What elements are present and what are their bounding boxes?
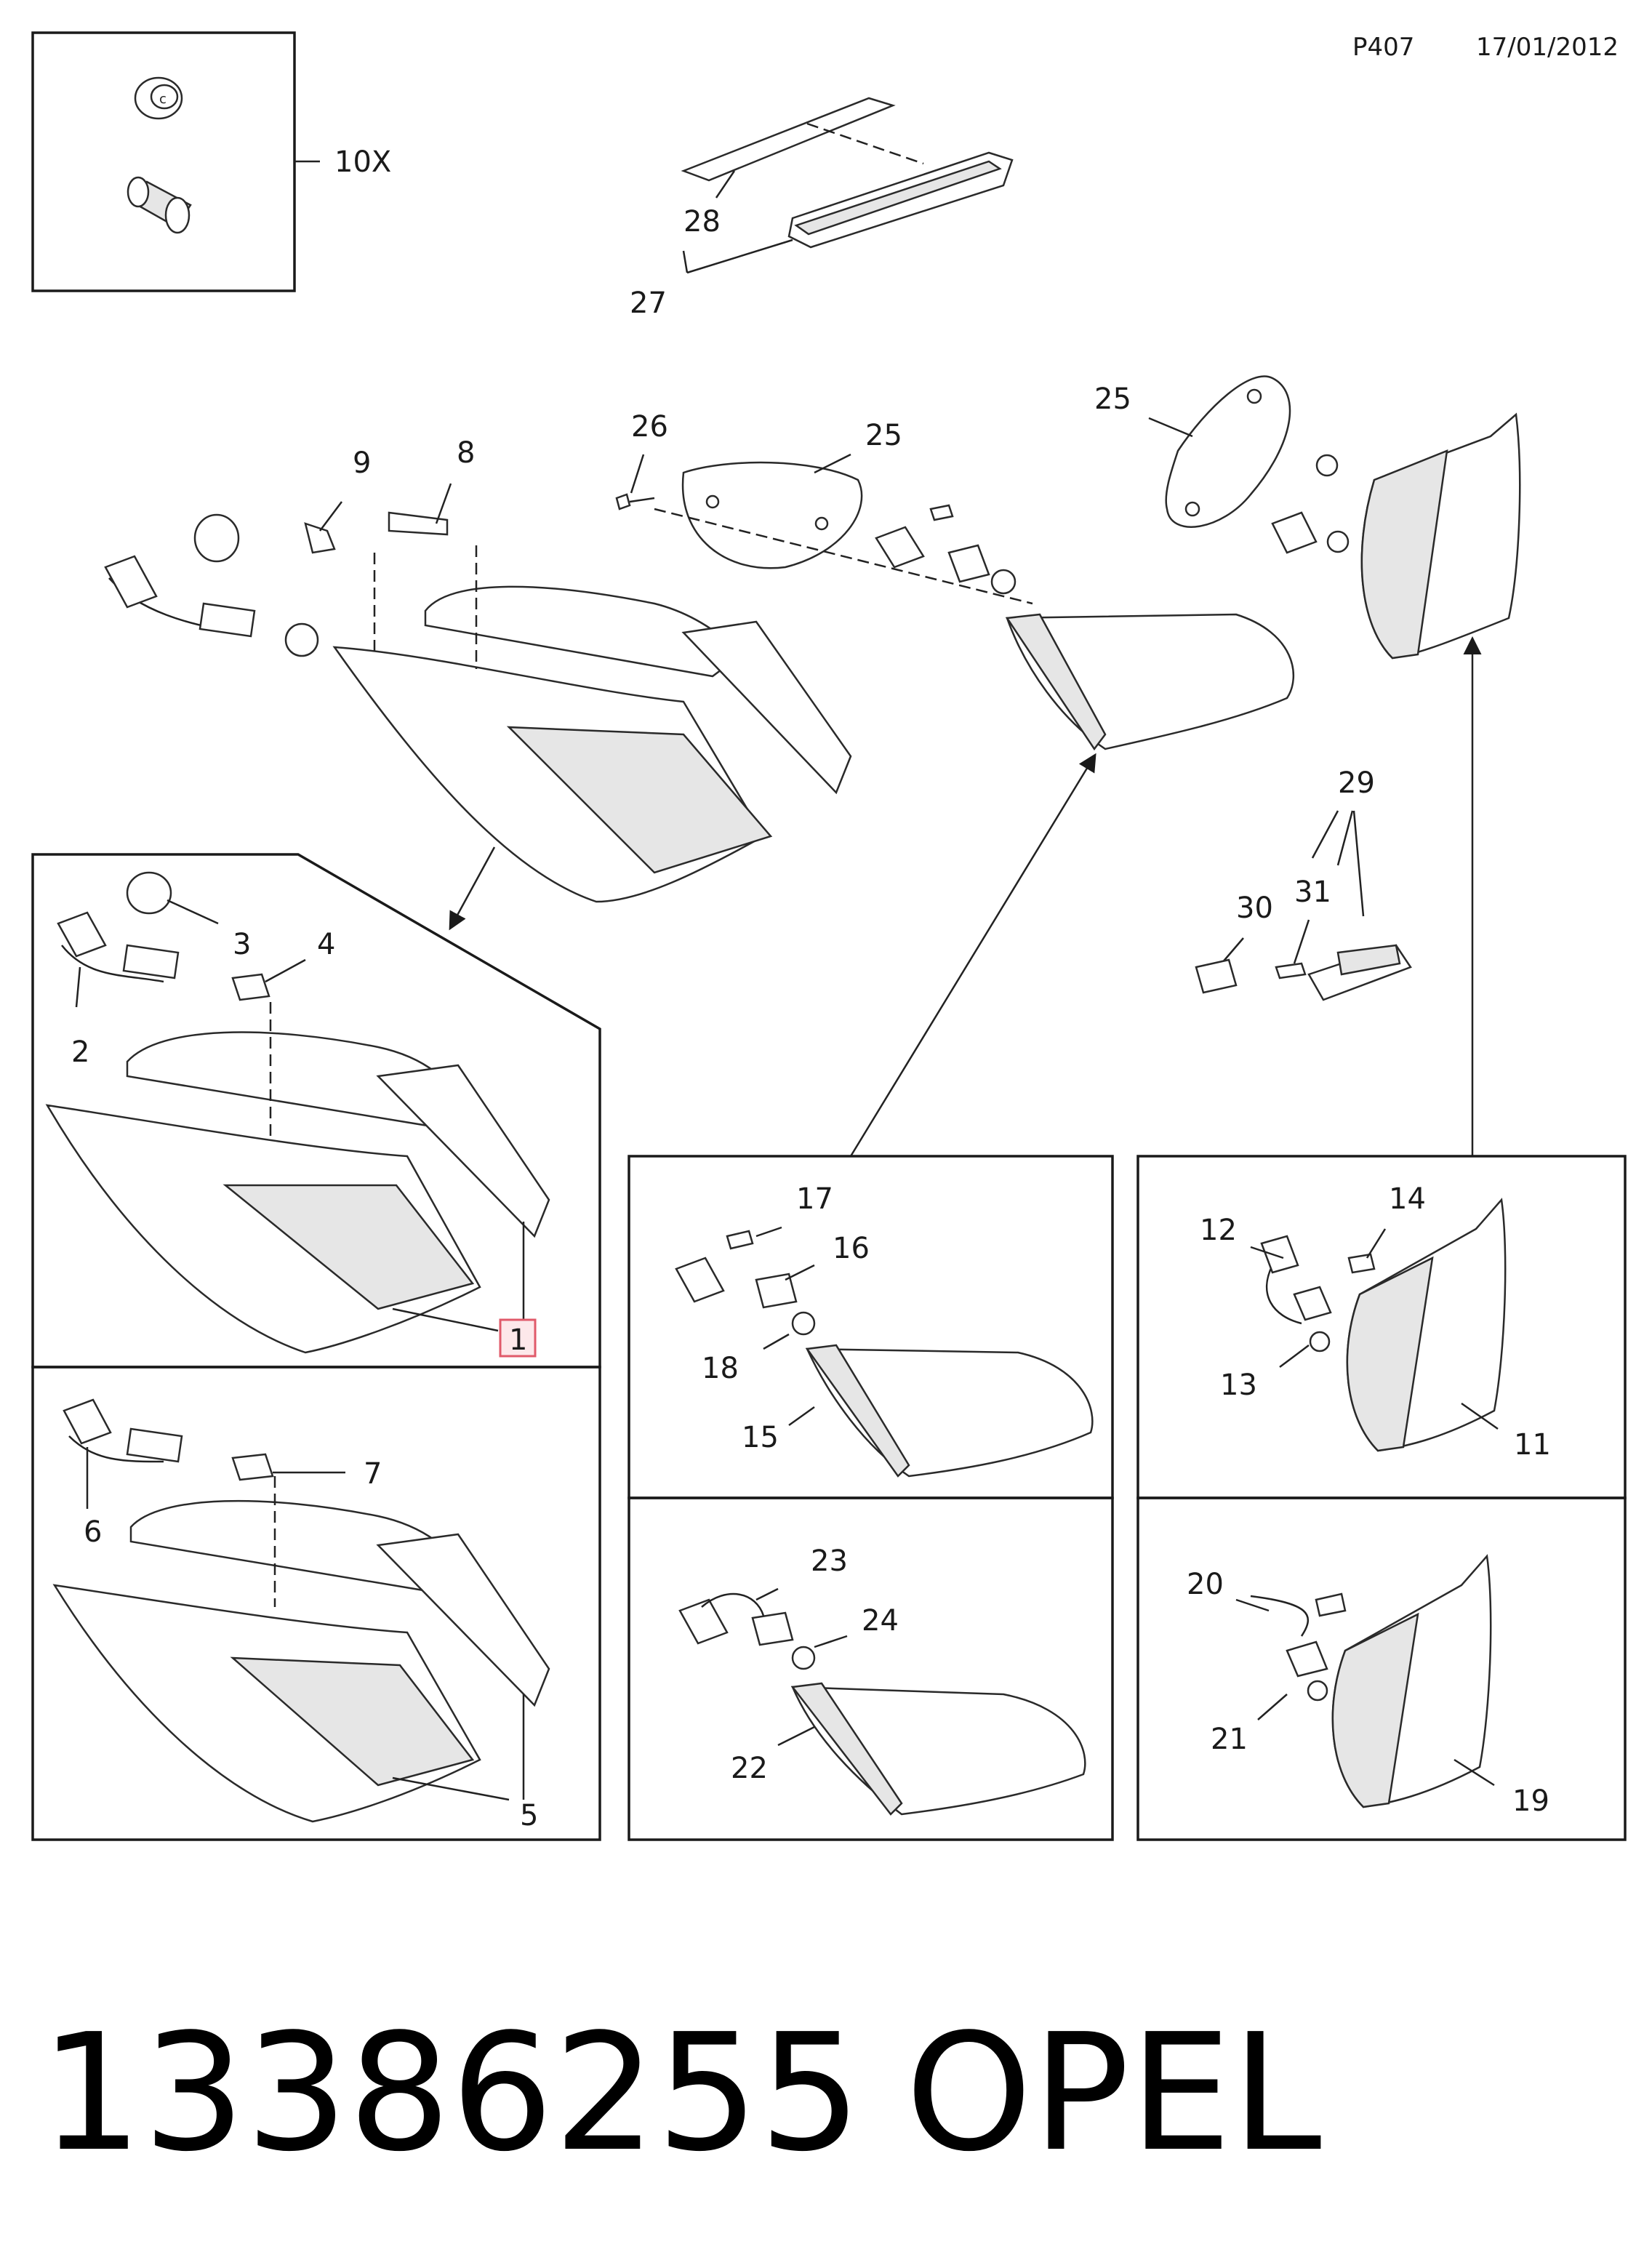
callout-24: 24: [862, 1604, 899, 1638]
callout-13: 13: [1220, 1369, 1257, 1402]
brand-name: OPEL: [905, 2000, 1322, 2187]
callout-27: 27: [630, 286, 667, 320]
tail-lamp-assembly-main: 9 8: [104, 436, 852, 931]
callout-8: 8: [457, 436, 475, 470]
callout-22: 22: [731, 1752, 768, 1785]
callout-19: 19: [1512, 1784, 1549, 1818]
callout-10x: 10X: [334, 145, 391, 179]
callout-29: 29: [1338, 766, 1375, 800]
callout-17: 17: [796, 1182, 833, 1216]
bulb-holder-icon: [1250, 1592, 1347, 1702]
inset-box-lamp-22: 23 24 22: [627, 1496, 1114, 1841]
callout-23: 23: [811, 1544, 848, 1578]
callout-26: 26: [631, 410, 668, 444]
inset-box-lamp-11: 12 14 13 11: [1136, 1155, 1627, 1499]
high-mount-brake-light: 28 27: [630, 97, 1014, 320]
inset-box-lamp-19: 20 21 19: [1136, 1496, 1627, 1841]
bulb-holder-icon: [678, 1592, 816, 1670]
outer-lamp-right: [1271, 412, 1521, 1156]
license-plate-lamp: 29 31 30: [1195, 766, 1412, 1001]
bulb-holder-icon: [875, 504, 1017, 595]
callout-15: 15: [742, 1421, 779, 1454]
callout-21: 21: [1211, 1723, 1248, 1756]
callout-30: 30: [1236, 891, 1273, 925]
callout-6: 6: [84, 1515, 102, 1549]
callout-2: 2: [71, 1035, 89, 1069]
inner-lamp-trunk-upper: [849, 504, 1295, 1157]
bulb-holder-icon: [1271, 454, 1350, 554]
callout-18: 18: [702, 1352, 739, 1385]
inset-box-lamp-5: 6 7 5: [31, 1366, 601, 1841]
part-number: 13386255: [40, 2000, 862, 2187]
plug-cap-icon: c: [134, 76, 183, 120]
bulb-socket-harness-icon: [57, 871, 270, 1001]
callout-28: 28: [683, 205, 721, 239]
callout-4: 4: [317, 928, 335, 961]
inset-box-lamp-1: 3 4 2 1: [31, 853, 601, 1369]
lamp-gasket-right: 25: [1094, 375, 1291, 528]
callout-25-right: 25: [1094, 382, 1131, 416]
callout-7: 7: [364, 1457, 382, 1491]
callout-12: 12: [1200, 1214, 1237, 1247]
plug-sleeve-icon: [127, 176, 192, 234]
bulb-socket-harness-icon: [63, 1398, 274, 1481]
callout-31: 31: [1294, 875, 1331, 909]
callout-14: 14: [1389, 1182, 1426, 1216]
inset-box-10x: c 10X: [31, 31, 391, 292]
callout-9: 9: [353, 446, 371, 480]
callout-1: 1: [509, 1323, 527, 1357]
bulb-socket-harness-icon: [104, 513, 319, 657]
callout-5: 5: [520, 1799, 538, 1832]
callout-3: 3: [233, 928, 251, 961]
bulb-holder-icon: [1260, 1235, 1376, 1353]
callout-1-highlight: [499, 1318, 537, 1358]
callout-25-center: 25: [865, 419, 902, 452]
lamp-gasket-center: 25 26: [615, 410, 1033, 605]
callout-20: 20: [1187, 1568, 1224, 1601]
callout-11: 11: [1514, 1428, 1551, 1462]
inset-box-lamp-15: 17 16 18 15: [627, 1155, 1114, 1499]
callout-16: 16: [833, 1232, 870, 1265]
date-stamp: 17/01/2012: [1476, 33, 1619, 62]
page-code: P407: [1352, 33, 1414, 62]
bulb-holder-icon: [675, 1230, 816, 1336]
svg-text:c: c: [159, 92, 167, 107]
